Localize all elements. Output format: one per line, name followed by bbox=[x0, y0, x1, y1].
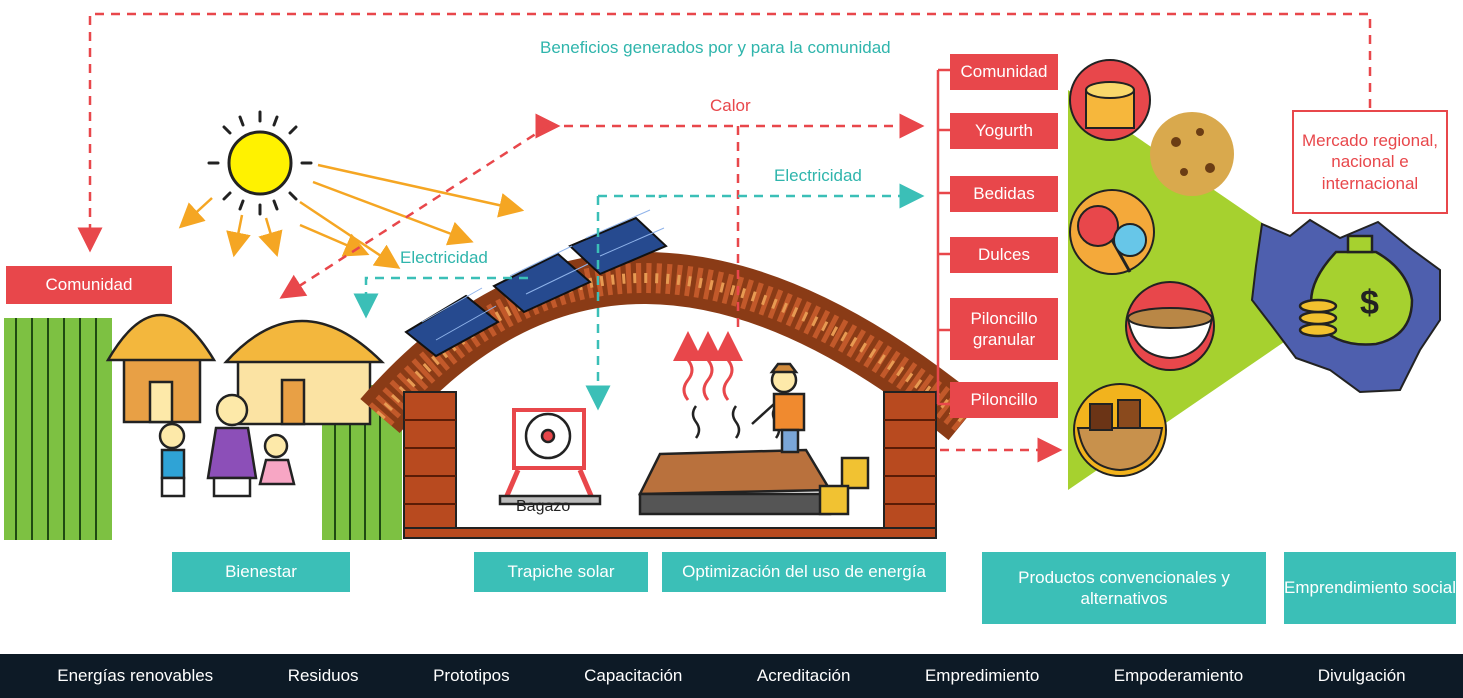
nav-empoderamiento[interactable]: Empoderamiento bbox=[1113, 666, 1244, 685]
boiling-pan-icon bbox=[637, 405, 870, 516]
solar-panel-icon bbox=[404, 209, 668, 358]
candy-icon bbox=[1069, 189, 1155, 275]
label-optimizacion: Optimización del uso de energía bbox=[662, 552, 946, 592]
nav-energias-renovables[interactable]: Energías renovables bbox=[57, 666, 214, 685]
dollar-sign: $ bbox=[1360, 284, 1379, 322]
house-icon bbox=[105, 313, 386, 426]
electricity-label-right: Electricidad bbox=[774, 166, 862, 185]
community-box: Comunidad bbox=[6, 266, 172, 304]
electricity-label-left: Electricidad bbox=[400, 248, 488, 267]
product-box-dulces: Dulces bbox=[950, 237, 1058, 273]
market-box: Mercado regional, nacional e internacion… bbox=[1292, 110, 1448, 214]
label-emprendimiento: Emprendimiento social bbox=[1284, 552, 1456, 624]
label-trapiche-solar: Trapiche solar bbox=[474, 552, 648, 592]
family-icon bbox=[158, 393, 296, 498]
sun-rays-arrows bbox=[178, 163, 525, 269]
benefits-label: Beneficios generados por y para la comun… bbox=[540, 38, 891, 57]
product-box-bedidas: Bedidas bbox=[950, 176, 1058, 212]
product-bracket bbox=[936, 68, 950, 406]
nav-prototipos[interactable]: Prototipos bbox=[433, 666, 510, 685]
trapiche-mill-icon bbox=[498, 408, 602, 506]
electricity-flow-arrow bbox=[353, 183, 925, 411]
piloncillo-basket-icon bbox=[1073, 383, 1167, 477]
nav-empredimiento[interactable]: Empredimiento bbox=[924, 666, 1040, 685]
nav-acreditacion[interactable]: Acreditación bbox=[756, 666, 851, 685]
bagazo-label: Bagazo bbox=[516, 498, 571, 515]
product-box-piloncillo-granular: Piloncillo granular bbox=[950, 298, 1058, 360]
nav-capacitacion[interactable]: Capacitación bbox=[584, 666, 683, 685]
money-bag-icon bbox=[1298, 234, 1414, 346]
nav-divulgacion[interactable]: Divulgación bbox=[1317, 666, 1406, 685]
heat-waves bbox=[673, 331, 743, 401]
honey-pot-icon bbox=[1069, 59, 1151, 141]
bottom-nav-bar: Energías renovables Residuos Prototipos … bbox=[0, 654, 1463, 698]
heat-label: Calor bbox=[710, 96, 751, 115]
label-bienestar: Bienestar bbox=[172, 552, 350, 592]
product-box-piloncillo: Piloncillo bbox=[950, 382, 1058, 418]
sugarcane-icon bbox=[4, 318, 402, 540]
product-box-comunidad: Comunidad bbox=[950, 54, 1058, 90]
product-box-yogurth: Yogurth bbox=[950, 113, 1058, 149]
piloncillo-powder-icon bbox=[1125, 281, 1215, 371]
worker-icon bbox=[751, 362, 806, 454]
brick-columns bbox=[403, 391, 937, 539]
sun-icon bbox=[207, 110, 313, 216]
label-productos: Productos convencionales y alternativos bbox=[982, 552, 1266, 624]
nav-residuos[interactable]: Residuos bbox=[287, 666, 359, 685]
granola-icon bbox=[1150, 112, 1234, 196]
heat-flow-arrow bbox=[279, 113, 925, 330]
